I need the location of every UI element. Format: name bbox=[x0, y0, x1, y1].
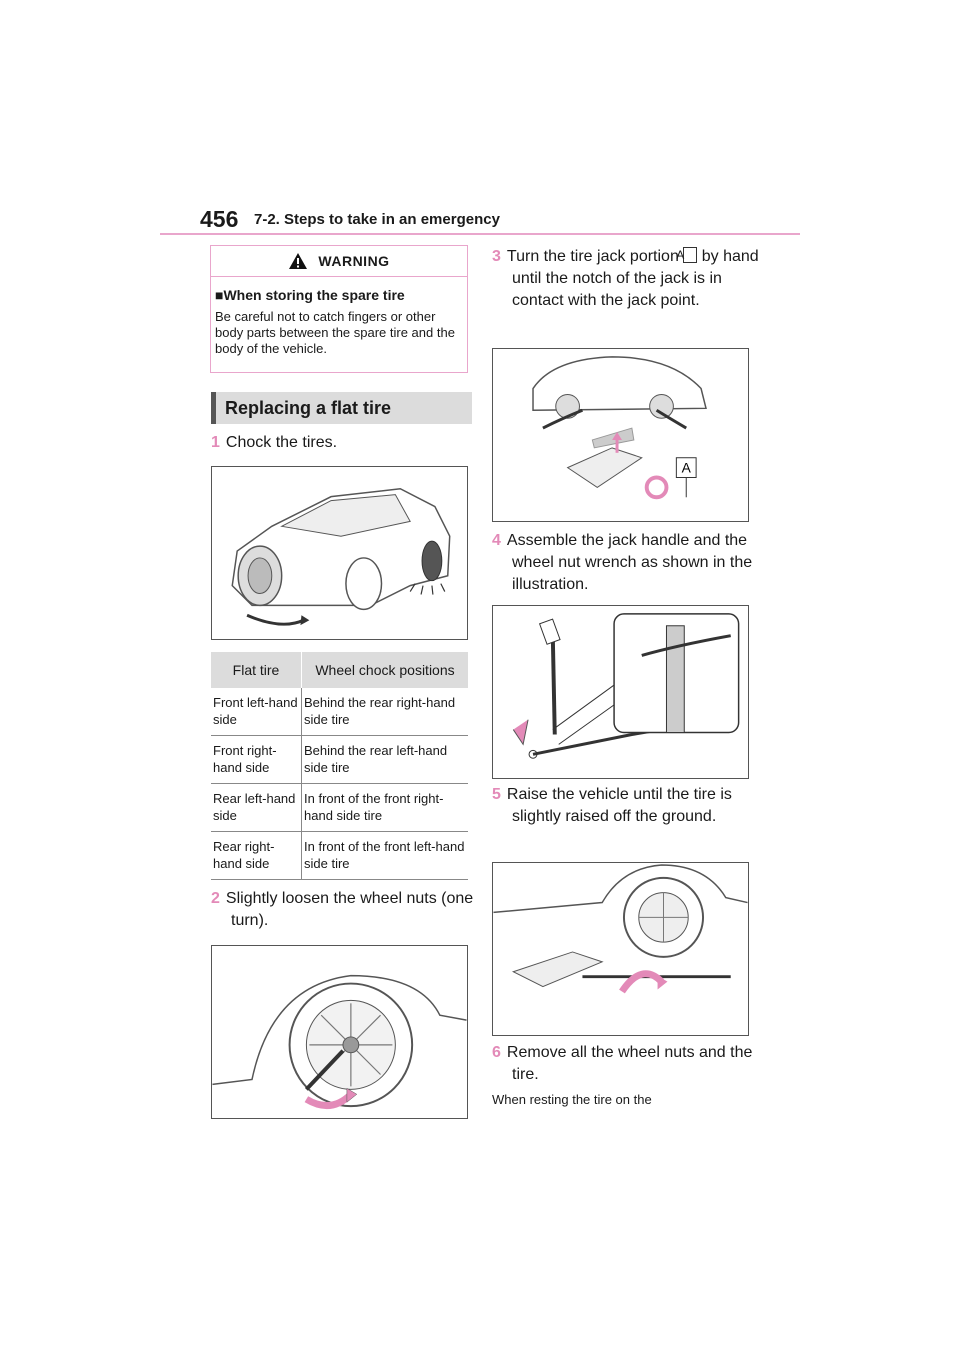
table-cell: Behind the rear right-hand side tire bbox=[301, 688, 468, 736]
table-header-cell: Wheel chock positions bbox=[301, 652, 468, 688]
page-number: 456 bbox=[200, 206, 239, 232]
jack-label: A bbox=[682, 460, 692, 476]
warning-header: WARNING bbox=[211, 246, 467, 277]
handle-assembly-illustration bbox=[512, 613, 740, 759]
wheel-wrench-illustration bbox=[212, 974, 467, 1109]
jack-illustration: A bbox=[532, 356, 707, 500]
section-title: 7-2. Steps to take in an emergency bbox=[254, 211, 500, 228]
label-a-tag: A bbox=[676, 247, 698, 263]
warning-triangle-icon bbox=[289, 253, 308, 269]
table-cell: In front of the front right-hand side ti… bbox=[301, 783, 468, 832]
table-cell: Rear left-hand side bbox=[211, 783, 302, 832]
warning-title: WARNING bbox=[318, 253, 390, 269]
raise-vehicle-illustration bbox=[493, 864, 748, 994]
table-row: Front left-hand side Behind the rear rig… bbox=[211, 688, 468, 736]
header-divider bbox=[160, 233, 800, 235]
warning-subtitle: ■When storing the spare tire bbox=[215, 287, 405, 303]
table-cell: In front of the front left-hand side tir… bbox=[301, 831, 468, 880]
figure-assemble-handle bbox=[492, 605, 749, 779]
table-row: Rear left-hand side In front of the fron… bbox=[211, 783, 468, 832]
table-cell: Front right-hand side bbox=[211, 735, 302, 784]
warning-box: WARNING ■When storing the spare tire Be … bbox=[210, 245, 468, 373]
chock-table: Flat tire Wheel chock positions Front le… bbox=[211, 652, 468, 880]
trailing-text: When resting the tire on the bbox=[492, 1092, 652, 1107]
warning-text: Be careful not to catch fingers or other… bbox=[215, 309, 455, 356]
table-cell: Rear right-hand side bbox=[211, 831, 302, 880]
table-cell: Behind the rear left-hand side tire bbox=[301, 735, 468, 784]
table-header-row: Flat tire Wheel chock positions bbox=[211, 652, 468, 688]
table-row: Rear right-hand side In front of the fro… bbox=[211, 831, 468, 880]
figure-loosen-nuts bbox=[211, 945, 468, 1119]
figure-jack-position: A bbox=[492, 348, 749, 522]
section-heading: Replacing a flat tire bbox=[211, 392, 472, 424]
table-row: Front right-hand side Behind the rear le… bbox=[211, 735, 468, 784]
car-front-illustration bbox=[231, 487, 451, 626]
table-header-cell: Flat tire bbox=[211, 652, 302, 688]
figure-raise-vehicle bbox=[492, 862, 749, 1036]
figure-chock-tires bbox=[211, 466, 468, 640]
table-cell: Front left-hand side bbox=[211, 688, 302, 736]
